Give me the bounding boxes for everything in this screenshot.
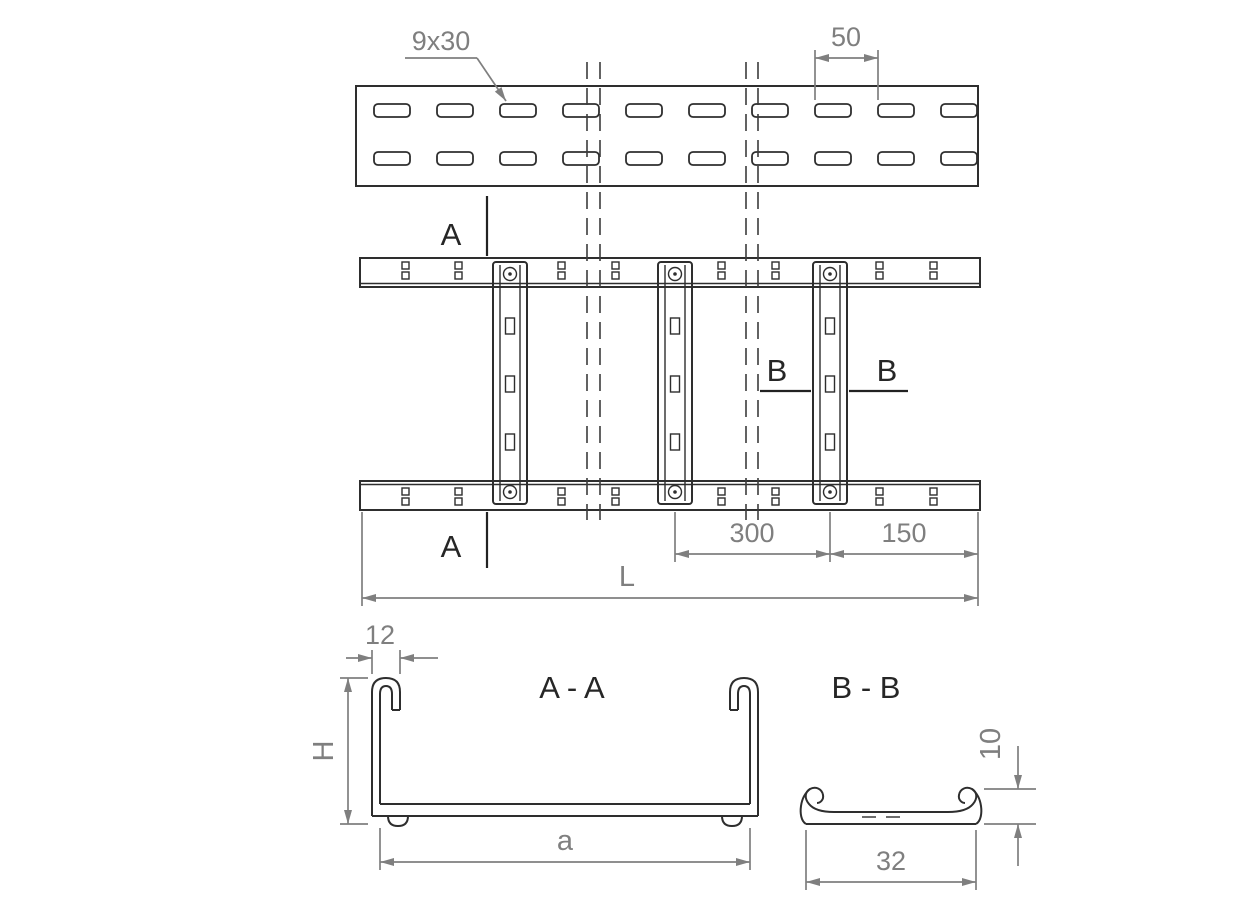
rungs: [492, 261, 848, 505]
top-rail: [359, 257, 981, 288]
rung-spacing-text: 300: [729, 518, 774, 548]
slot-pitch-text: 50: [831, 22, 861, 52]
length-text: L: [619, 561, 635, 593]
height-text: H: [308, 741, 340, 762]
left-curl-inner: [804, 786, 835, 813]
inner-width-dimension: a: [379, 825, 751, 870]
section-aa-title: A - A: [539, 670, 605, 705]
slot-pitch-dimension: 50: [814, 22, 879, 100]
rung-width-dimension: 32: [805, 830, 977, 890]
section-a-label-top: A: [441, 217, 462, 252]
end-spacing-text: 150: [881, 518, 926, 548]
flange-width-text: 12: [365, 620, 395, 650]
section-a-markers: A A: [441, 196, 489, 568]
section-bb-profile: [799, 786, 983, 825]
slot-size-callout: 9x30: [405, 26, 507, 102]
rung-1: [492, 261, 528, 505]
section-bb-title: B - B: [832, 670, 901, 705]
rung-width-text: 32: [876, 846, 906, 876]
side-rail-outline: [355, 85, 979, 187]
section-aa-view: A - A 12 H: [308, 620, 759, 870]
right-curl-inner: [947, 786, 978, 813]
callout-leader: [476, 57, 507, 102]
rung-height-dimension: 10: [975, 728, 1036, 866]
left-wall-outer: [371, 676, 401, 816]
left-curl-outer: [799, 788, 811, 825]
top-view-side-rail: [355, 85, 979, 187]
section-bb-view: B - B 10 32: [799, 670, 1036, 890]
section-a-label-bottom: A: [441, 529, 462, 564]
flange-width-dimension: 12: [346, 620, 438, 674]
section-b-markers: B B: [760, 353, 908, 393]
right-foot: [721, 815, 743, 828]
right-wall-outer: [729, 676, 759, 816]
rung-2: [657, 261, 693, 505]
section-b-label-right: B: [877, 353, 898, 388]
left-foot: [387, 815, 409, 828]
rung-height-text: 10: [975, 728, 1007, 760]
bottom-rail: [359, 480, 981, 511]
rung-3: [812, 261, 848, 505]
section-b-label-left: B: [767, 353, 788, 388]
plan-dimensions: 300 150 L: [361, 512, 979, 606]
inner-width-text: a: [557, 825, 574, 857]
right-wall-inner: [737, 684, 751, 804]
height-dimension: H: [308, 677, 368, 825]
slot-size-label: 9x30: [412, 26, 471, 56]
section-aa-profile: [371, 676, 759, 828]
plan-view-ladder: [359, 257, 981, 511]
right-curl-outer: [971, 788, 983, 825]
left-wall-inner: [379, 684, 393, 804]
